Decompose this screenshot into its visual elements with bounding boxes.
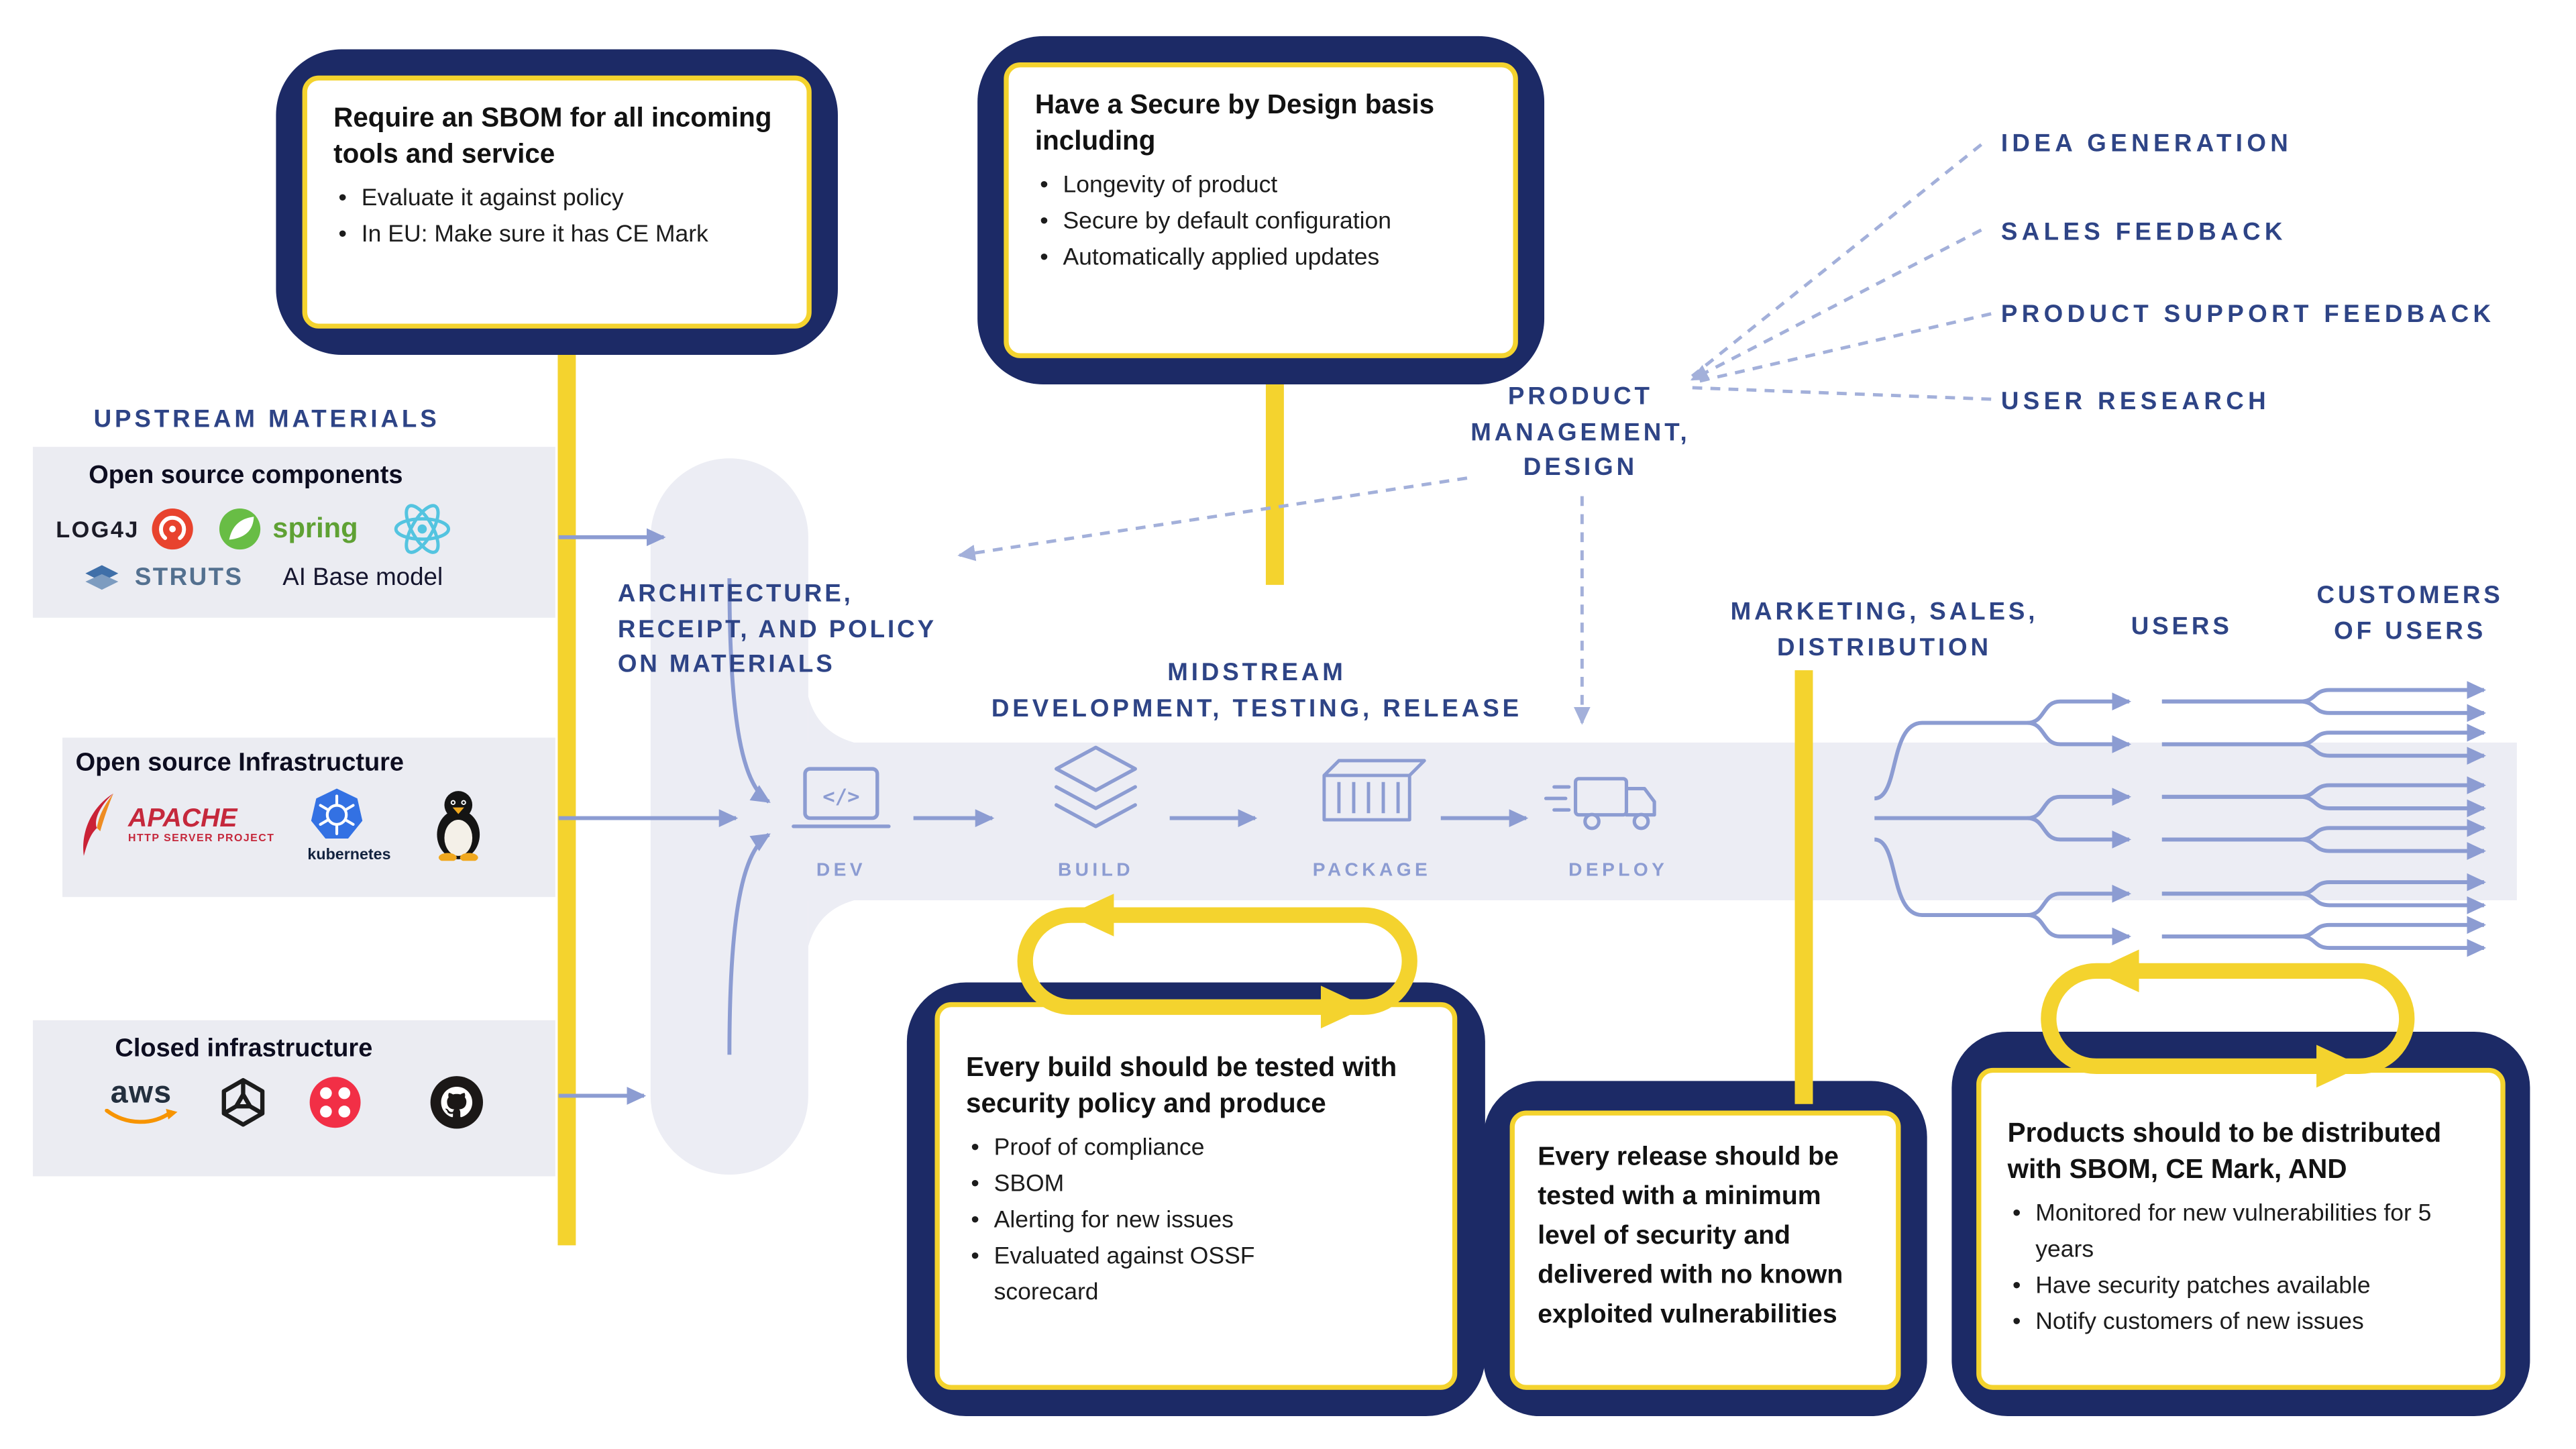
- linux-tux-icon: [437, 791, 480, 861]
- callout-secure-panel: Have a Secure by Design basis including …: [1004, 62, 1518, 358]
- callout-sbom-title: Require an SBOM for all incoming tools a…: [333, 103, 772, 170]
- midstream-label: MIDSTREAM DEVELOPMENT, TESTING, RELEASE: [991, 659, 1523, 722]
- spring-leaf-icon: [219, 508, 260, 550]
- upstream-materials-label: UPSTREAM MATERIALS: [93, 405, 440, 434]
- stage-label-dev: DEV: [816, 861, 866, 881]
- struts-icon: [85, 565, 119, 590]
- spring-logo-text: spring: [272, 513, 358, 544]
- customers-label: CUSTOMERS OF USERS: [2316, 581, 2504, 645]
- users-fanout-arrows: [1874, 681, 2487, 957]
- log4j-icon: [152, 508, 193, 550]
- closed-box-title: Closed infrastructure: [115, 1034, 373, 1063]
- openai-icon: [221, 1078, 265, 1127]
- bullet-item: Monitored for new vulnerabilities for 5 …: [2008, 1196, 2475, 1269]
- bullet-item: Automatically applied updates: [1035, 240, 1487, 276]
- build-layers-icon: [1055, 745, 1137, 828]
- aws-smile-icon: [105, 1108, 178, 1124]
- marketing-label: MARKETING, SALES, DISTRIBUTION: [1730, 598, 2039, 661]
- closed-infrastructure-box: Closed infrastructure aws: [32, 1020, 555, 1177]
- stage-label-deploy: DEPLOY: [1568, 861, 1668, 881]
- callout-build-title: Every build should be tested with securi…: [966, 1053, 1397, 1119]
- callout-distribution: Products should to be distributed with S…: [1951, 1031, 2530, 1417]
- feedback-sales: SALES FEEDBACK: [2000, 218, 2287, 247]
- callout-build-panel: Every build should be tested with securi…: [934, 1002, 1458, 1390]
- dev-laptop-icon: </>: [792, 767, 891, 828]
- callout-distribution-panel: Products should to be distributed with S…: [1976, 1067, 2506, 1390]
- bullet-item: Longevity of product: [1035, 168, 1487, 204]
- twilio-icon: [309, 1077, 361, 1128]
- feedback-product-support: PRODUCT SUPPORT FEEDBACK: [2000, 301, 2496, 329]
- callout-release-testing: Every release should be tested with a mi…: [1483, 1081, 1927, 1417]
- bullet-item: Proof of compliance: [966, 1130, 1347, 1167]
- callout-sbom-requirement: Require an SBOM for all incoming tools a…: [276, 49, 838, 355]
- kubernetes-logo-text: kubernetes: [307, 846, 391, 865]
- ai-base-model-text: AI Base model: [282, 562, 443, 591]
- stage-label-package: PACKAGE: [1312, 861, 1432, 881]
- flow-arrows: [558, 528, 1529, 1105]
- struts-logo-text: STRUTS: [134, 562, 244, 591]
- github-icon: [430, 1076, 484, 1129]
- react-icon: [394, 504, 450, 554]
- apache-logo-subtext: HTTP SERVER PROJECT: [128, 832, 275, 844]
- callout-secure-by-design: Have a Secure by Design basis including …: [977, 36, 1545, 385]
- log4j-logo-text: LOG4J: [56, 515, 140, 543]
- callout-release-text: Every release should be tested with a mi…: [1538, 1143, 1843, 1330]
- users-label: USERS: [2131, 612, 2233, 641]
- bullet-item: Have security patches available: [2008, 1269, 2475, 1305]
- kubernetes-icon: [311, 788, 363, 839]
- architecture-label: ARCHITECTURE, RECEIPT, AND POLICY ON MAT…: [617, 580, 936, 679]
- bullet-item: In EU: Make sure it has CE Mark: [333, 217, 780, 253]
- apache-logo-text: APACHE: [128, 804, 237, 833]
- callout-build-bullets: Proof of compliance SBOM Alerting for ne…: [966, 1130, 1347, 1311]
- callout-sbom-panel: Require an SBOM for all incoming tools a…: [302, 75, 812, 329]
- callout-secure-title: Have a Secure by Design basis including: [1034, 90, 1435, 156]
- callout-release-panel: Every release should be tested with a mi…: [1509, 1110, 1901, 1390]
- feedback-user-research: USER RESEARCH: [2000, 387, 2271, 416]
- dev-code-glyph: </>: [822, 786, 859, 809]
- package-container-icon: [1322, 759, 1426, 822]
- product-management-label: PRODUCT MANAGEMENT, DESIGN: [1470, 382, 1690, 482]
- callout-secure-bullets: Longevity of product Secure by default c…: [1035, 168, 1487, 276]
- apache-feather-icon: [83, 793, 113, 856]
- bullet-item: Evaluated against OSSF scorecard: [966, 1239, 1347, 1311]
- feedback-dashed-lines: [957, 143, 1992, 725]
- materials-pipe: [650, 458, 2517, 1175]
- pipeline-band: [722, 742, 2517, 901]
- aws-logo-text: aws: [110, 1075, 172, 1110]
- open-source-infrastructure-box: Open source Infrastructure APACHE HTTP S…: [62, 737, 555, 898]
- bullet-item: SBOM: [966, 1167, 1347, 1203]
- callout-sbom-bullets: Evaluate it against policy In EU: Make s…: [333, 180, 780, 253]
- components-box-title: Open source components: [89, 462, 403, 490]
- callout-distribution-title: Products should to be distributed with S…: [2007, 1118, 2442, 1185]
- bullet-item: Alerting for new issues: [966, 1203, 1347, 1239]
- callout-build-testing: Every build should be tested with securi…: [906, 982, 1485, 1417]
- bullet-item: Evaluate it against policy: [333, 180, 780, 217]
- open-source-components-box: Open source components LOG4J spring: [32, 447, 555, 618]
- callout-distribution-bullets: Monitored for new vulnerabilities for 5 …: [2008, 1196, 2475, 1341]
- feedback-idea-generation: IDEA GENERATION: [2000, 129, 2293, 158]
- infrastructure-box-title: Open source Infrastructure: [75, 749, 405, 777]
- bullet-item: Notify customers of new issues: [2008, 1304, 2475, 1340]
- deploy-truck-icon: [1544, 777, 1656, 830]
- bullet-item: Secure by default configuration: [1035, 204, 1487, 240]
- stage-label-build: BUILD: [1057, 861, 1134, 881]
